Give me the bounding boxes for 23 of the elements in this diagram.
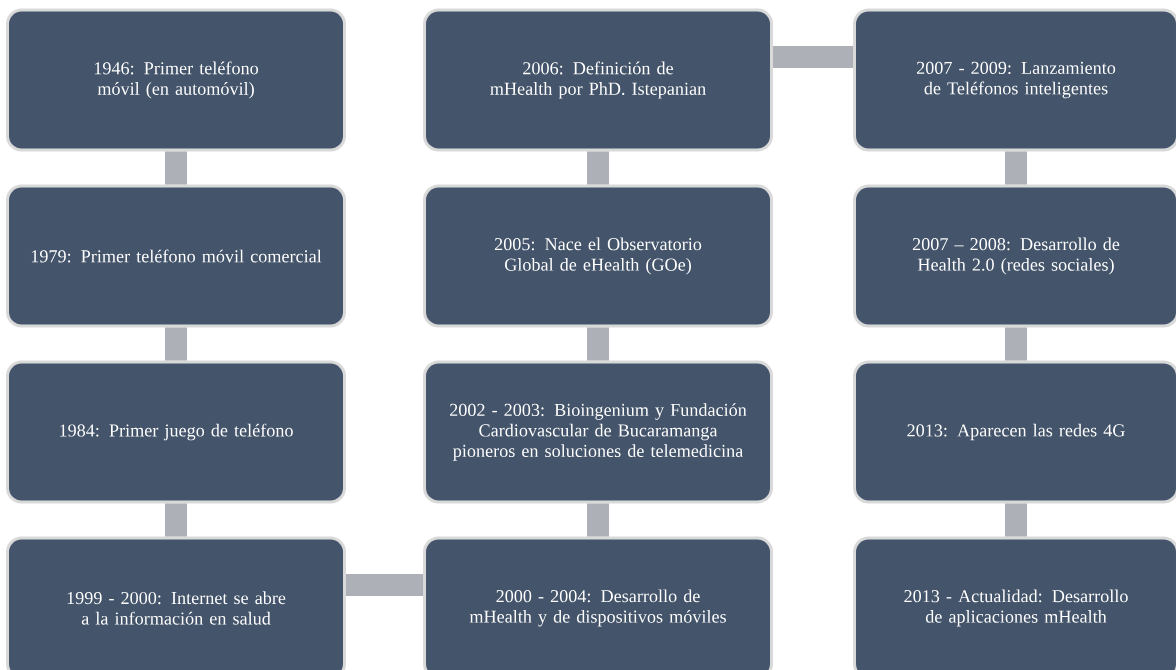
- timeline-box: 2013: Aparecen las redes 4G: [853, 360, 1176, 504]
- connector-bar: [773, 46, 853, 68]
- timeline-box: 2006: Definición de mHealth por PhD. Istepanian: [423, 8, 773, 152]
- timeline-box: 1999 - 2000: Internet se abre a la información en salud: [6, 536, 346, 670]
- timeline-box: 2005: Nace el Observatorio Global de eHealth (GOe): [423, 184, 773, 328]
- timeline-box: 1979: Primer teléfono móvil comercial: [6, 184, 346, 328]
- timeline-box: 2007 - 2009: Lanzamiento de Teléfonos inteligentes: [853, 8, 1176, 152]
- connector-bar: [1005, 151, 1027, 185]
- timeline-box: 2007 – 2008: Desarrollo de Health 2.0 (redes sociales): [853, 184, 1176, 328]
- connector-bar: [587, 151, 609, 185]
- timeline-box: 1946: Primer teléfono móvil (en automóvil): [6, 8, 346, 152]
- connector-bar: [587, 503, 609, 537]
- connector-bar: [165, 151, 187, 185]
- connector-bar: [587, 327, 609, 361]
- connector-bar: [346, 574, 423, 596]
- connector-bar: [165, 327, 187, 361]
- connector-bar: [165, 503, 187, 537]
- timeline-box: 2013 - Actualidad: Desarrollo de aplicaciones mHealth: [853, 536, 1176, 670]
- timeline-box: 1984: Primer juego de teléfono: [6, 360, 346, 504]
- connector-bar: [1005, 503, 1027, 537]
- connector-bar: [1005, 327, 1027, 361]
- timeline-box: 2002 - 2003: Bioingenium y Fundación Cardiovascular de Bucaramanga pioneros en soluciones de telemedicina: [423, 360, 773, 504]
- timeline-box: 2000 - 2004: Desarrollo de mHealth y de dispositivos móviles: [423, 536, 773, 670]
